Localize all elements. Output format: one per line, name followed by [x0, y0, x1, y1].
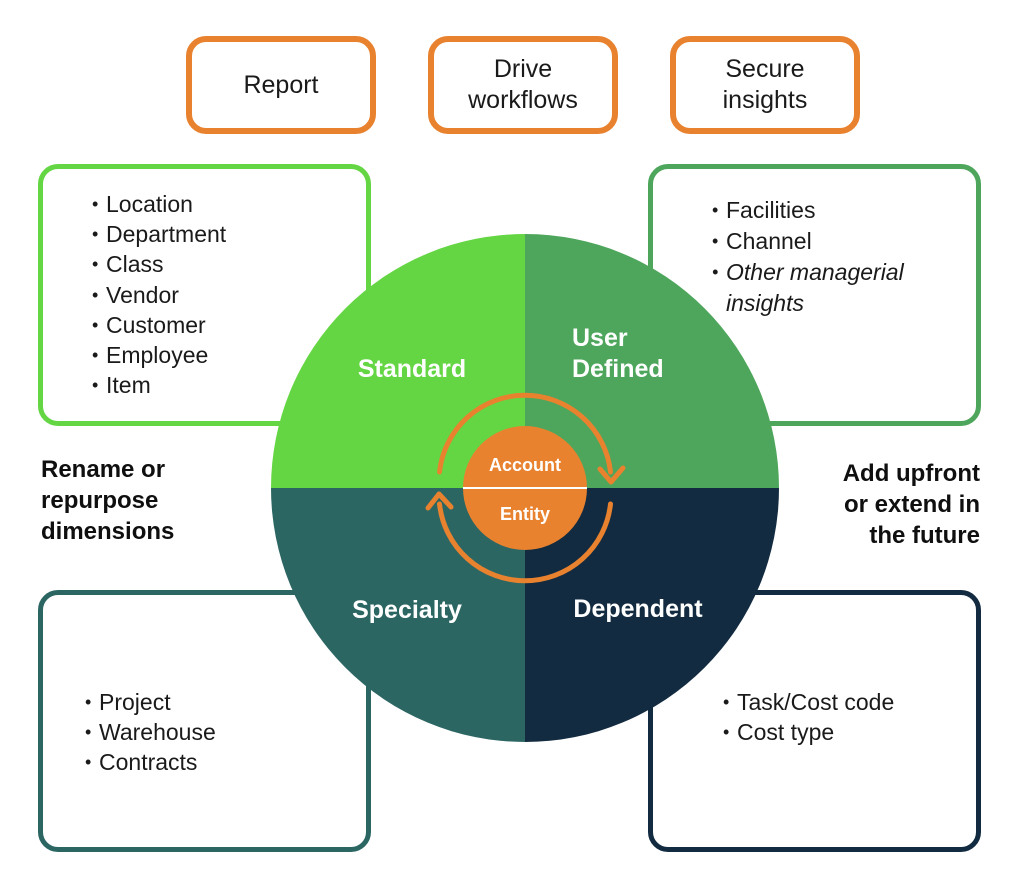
- list-item: Department: [92, 219, 226, 249]
- right-caption-line3: the future: [869, 522, 980, 549]
- left-caption-line2: repurpose: [41, 487, 159, 514]
- drive-workflows-line1: Drive: [493, 55, 553, 83]
- report-label: Report: [243, 70, 319, 99]
- specialty-list: Project Warehouse Contracts: [85, 687, 216, 778]
- drive-workflows-line2: workflows: [468, 86, 578, 114]
- list-item: Warehouse: [85, 717, 216, 747]
- dependent-list: Task/Cost code Cost type: [723, 687, 894, 748]
- core-account-label: Account: [489, 455, 561, 475]
- specialty-box: Project Warehouse Contracts: [38, 590, 371, 852]
- list-item: Customer: [92, 310, 226, 340]
- label-user-defined-line1: User: [572, 324, 628, 352]
- list-item: Facilities: [712, 195, 962, 226]
- right-caption-line2: or extend in: [843, 491, 980, 518]
- list-item: Other managerial insights: [712, 257, 962, 319]
- list-item: Class: [92, 249, 226, 279]
- list-item: Channel: [712, 226, 962, 257]
- list-item: Vendor: [92, 280, 226, 310]
- label-standard: Standard: [358, 355, 466, 383]
- left-caption: Rename or repurpose dimensions: [41, 454, 174, 547]
- list-item: Item: [92, 370, 226, 400]
- left-caption-line1: Rename or: [41, 456, 166, 483]
- list-item: Cost type: [723, 717, 894, 747]
- right-caption: Add upfront or extend in the future: [843, 458, 980, 551]
- core-circle: [463, 426, 587, 550]
- secure-insights-line1: Secure: [725, 55, 805, 83]
- secure-insights-box: Secure insights: [670, 36, 860, 134]
- report-box: Report: [186, 36, 376, 134]
- list-item: Location: [92, 189, 226, 219]
- right-caption-line1: Add upfront: [842, 460, 980, 487]
- list-item: Project: [85, 687, 216, 717]
- user-defined-box: Facilities Channel Other managerial insi…: [648, 164, 981, 426]
- left-caption-line3: dimensions: [41, 518, 175, 545]
- cycle-arrows-icon: [425, 392, 626, 584]
- list-item: Contracts: [85, 747, 216, 777]
- secure-insights-line2: insights: [722, 86, 808, 114]
- dependent-box: Task/Cost code Cost type: [648, 590, 981, 852]
- core-entity-label: Entity: [500, 504, 550, 524]
- drive-workflows-box: Drive workflows: [428, 36, 618, 134]
- standard-list: Location Department Class Vendor Custome…: [92, 189, 226, 401]
- list-item: Task/Cost code: [723, 687, 894, 717]
- list-item: Employee: [92, 340, 226, 370]
- user-defined-list: Facilities Channel Other managerial insi…: [712, 195, 962, 319]
- standard-box: Location Department Class Vendor Custome…: [38, 164, 371, 426]
